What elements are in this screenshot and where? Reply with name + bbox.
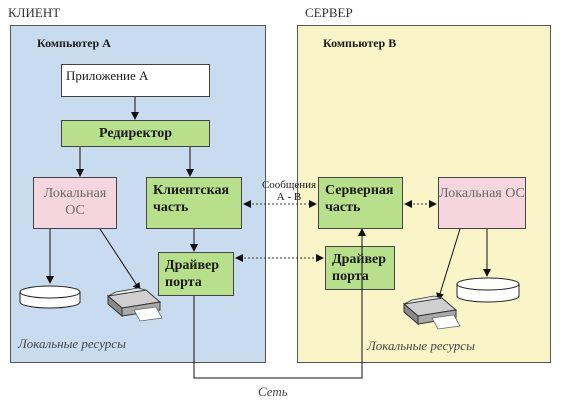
server-local-os-box: Локальная ОС (438, 177, 526, 229)
server-part-box: Серверная часть (318, 177, 403, 229)
client-part-label: Клиентская часть (153, 183, 230, 215)
client-computer-title: Компьютер А (37, 36, 111, 50)
redirector-label: Редиректор (98, 126, 173, 141)
application-a-box: Приложение А (61, 64, 210, 97)
redirector-box: Редиректор (61, 120, 210, 147)
server-local-os-label: Локальная ОС (439, 186, 525, 201)
server-os-to-printer-arrow (436, 228, 461, 301)
client-port-driver-label: Драйвер порта (165, 258, 220, 290)
client-printer-icon (106, 287, 163, 322)
client-os-to-printer-arrow (99, 228, 141, 291)
server-port-driver-label: Драйвер порта (332, 252, 387, 284)
server-disk-icon (456, 277, 520, 303)
server-printer-icon (402, 295, 461, 330)
client-port-driver-box: Драйвер порта (158, 252, 234, 296)
server-computer-title: Компьютер В (323, 36, 397, 50)
client-part-box: Клиентская часть (146, 177, 242, 229)
network-line (193, 228, 366, 379)
client-local-os-box: Локальная ОС (33, 177, 117, 229)
client-section-label: КЛИЕНТ (8, 5, 61, 20)
client-disk-icon (19, 285, 81, 309)
application-a-label: Приложение А (66, 68, 149, 83)
server-section-label: СЕРВЕР (305, 5, 353, 20)
network-label: Сеть (258, 384, 288, 399)
server-port-driver-box: Драйвер порта (325, 246, 395, 290)
server-local-resources-label: Локальные ресурсы (367, 338, 475, 353)
client-local-resources-label: Локальные ресурсы (18, 336, 126, 351)
server-part-label: Серверная часть (325, 183, 394, 215)
client-local-os-label: Локальная ОС (43, 186, 107, 218)
